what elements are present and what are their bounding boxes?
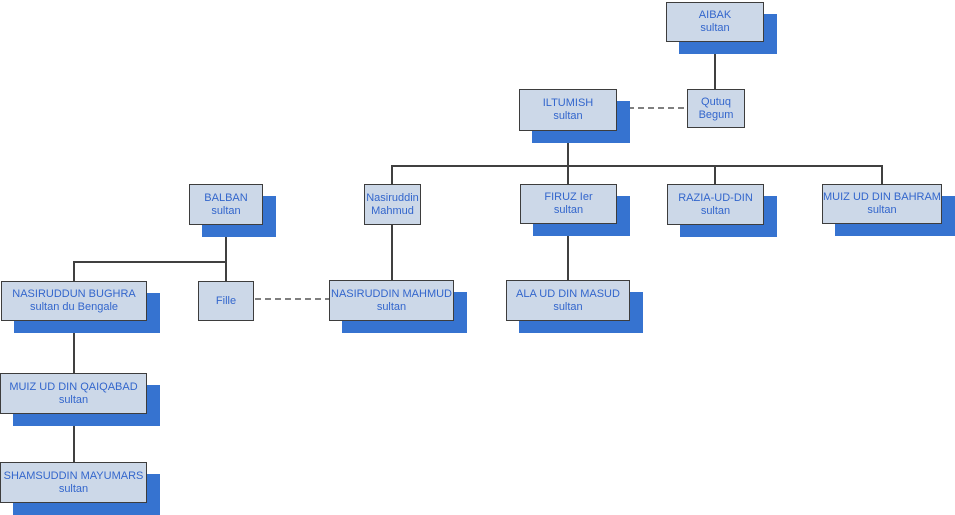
edge-aibak-qutuq bbox=[714, 42, 716, 89]
node-shamsuddin-mayumars: SHAMSUDDIN MAYUMARS sultan bbox=[0, 462, 147, 503]
node-subtitle: sultan bbox=[553, 300, 583, 313]
node-name: SHAMSUDDIN MAYUMARS bbox=[3, 469, 144, 482]
node-name: ALA UD DIN MASUD bbox=[516, 287, 620, 300]
edge-drop-firuz bbox=[567, 167, 569, 184]
node-nasiruddin-mahmud: Nasiruddin Mahmud bbox=[364, 184, 421, 225]
edge-drop-razia bbox=[714, 167, 716, 184]
node-razia-ud-din: RAZIA-UD-DIN sultan bbox=[667, 184, 764, 225]
node-subtitle: sultan bbox=[376, 300, 407, 313]
node-iltumish: ILTUMISH sultan bbox=[519, 89, 617, 131]
node-subtitle: sultan bbox=[553, 110, 583, 122]
node-balban: BALBAN sultan bbox=[189, 184, 263, 225]
edge-qaiqabad-to-shamsuddin bbox=[73, 414, 75, 462]
node-name: BALBAN bbox=[204, 191, 248, 204]
node-name: Fille bbox=[215, 294, 237, 307]
node-name: FIRUZ Ier bbox=[544, 191, 593, 203]
node-subtitle: sultan bbox=[58, 393, 89, 406]
node-subtitle: sultan du Bengale bbox=[29, 301, 119, 313]
edge-balban-children-bus bbox=[73, 261, 227, 263]
node-muiz-ud-din-qaiqabad: MUIZ UD DIN QAIQABAD sultan bbox=[0, 373, 147, 414]
node-nasiruddun-bughra: NASIRUDDUN BUGHRA sultan du Bengale bbox=[1, 281, 147, 321]
edge-nasiruddin-to-mahmud2 bbox=[391, 225, 393, 280]
node-name: ILTUMISH bbox=[542, 97, 594, 109]
node-qutuq-begum: Qutuq Begum bbox=[687, 89, 745, 128]
node-name: Nasiruddin bbox=[366, 191, 419, 204]
node-aibak: AIBAK sultan bbox=[666, 2, 764, 42]
node-nasiruddin-mahmud-2: NASIRUDDIN MAHMUD sultan bbox=[329, 280, 454, 321]
node-name: MUIZ UD DIN QAIQABAD bbox=[9, 380, 138, 393]
edge-drop-bughra bbox=[73, 263, 75, 281]
node-name: NASIRUDDIN MAHMUD bbox=[331, 287, 452, 300]
node-name: AIBAK bbox=[698, 9, 732, 21]
node-subtitle: Mahmud bbox=[371, 204, 414, 217]
node-name: NASIRUDDUN BUGHRA bbox=[12, 288, 136, 300]
node-subtitle: Begum bbox=[698, 108, 734, 121]
node-name: Qutuq bbox=[701, 95, 731, 108]
node-subtitle: sultan bbox=[867, 204, 897, 216]
node-name: RAZIA-UD-DIN bbox=[678, 191, 753, 204]
edge-iltumish-stem bbox=[567, 130, 569, 166]
node-subtitle: sultan bbox=[700, 22, 730, 34]
edge-firuz-to-masud bbox=[567, 224, 569, 280]
edge-drop-nasiruddin-mahmud bbox=[391, 167, 393, 184]
node-name: MUIZ UD DIN BAHRAM bbox=[823, 191, 941, 203]
node-fille: Fille bbox=[198, 281, 254, 321]
edge-iltumish-children-bus bbox=[391, 165, 883, 167]
node-firuz-1er: FIRUZ Ier sultan bbox=[520, 184, 617, 224]
node-subtitle: sultan bbox=[553, 204, 584, 216]
node-subtitle: sultan bbox=[211, 204, 241, 217]
marriage-iltumish-qutuq bbox=[618, 107, 687, 109]
node-subtitle: sultan bbox=[58, 482, 89, 495]
node-ala-ud-din-masud: ALA UD DIN MASUD sultan bbox=[506, 280, 630, 321]
edge-bughra-to-qaiqabad bbox=[73, 321, 75, 373]
edge-drop-bahram bbox=[881, 167, 883, 184]
node-subtitle: sultan bbox=[700, 204, 731, 217]
edge-balban-stem bbox=[225, 225, 227, 281]
node-muiz-ud-din-bahram: MUIZ UD DIN BAHRAM sultan bbox=[822, 184, 942, 224]
marriage-fille-mahmud2 bbox=[255, 298, 329, 300]
